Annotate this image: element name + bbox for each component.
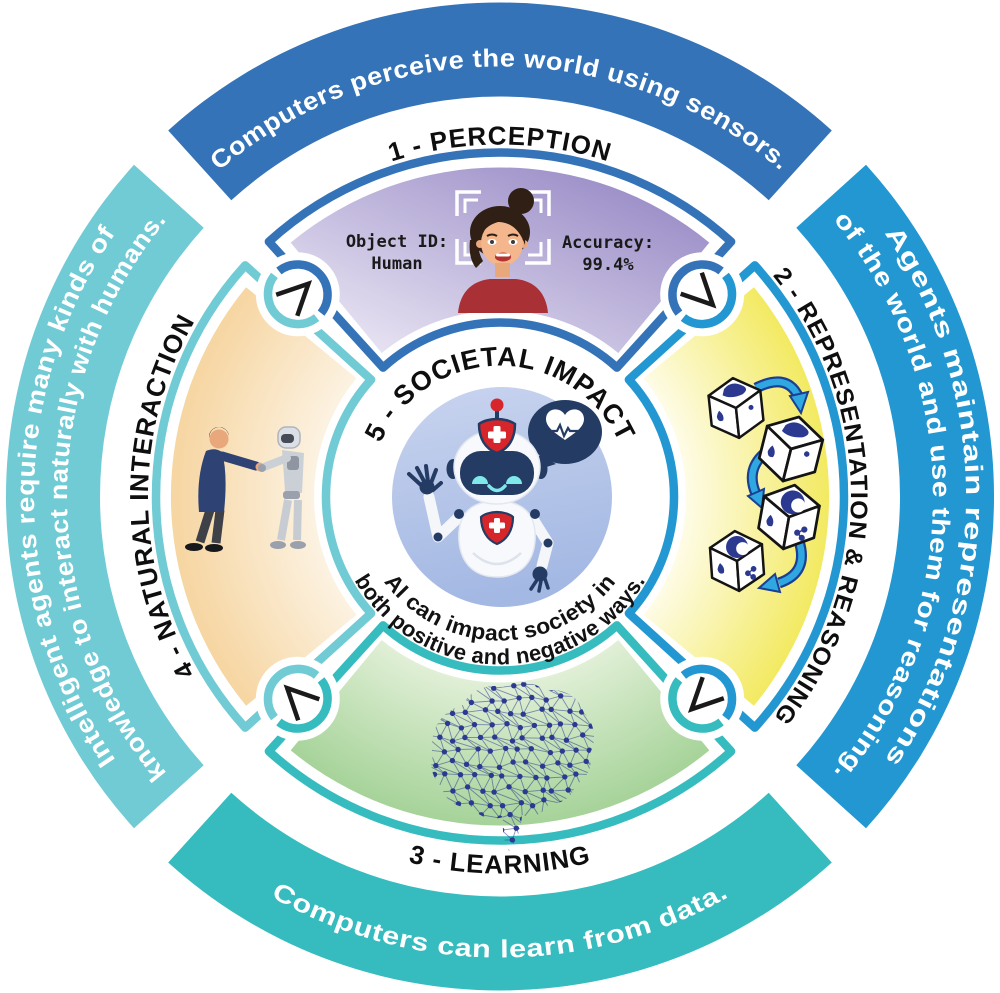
accuracy-value: 99.4%: [582, 255, 634, 275]
outer-ring: [5, 2, 995, 991]
robot-waving-hand: [407, 464, 443, 495]
businessman-figure: [185, 426, 265, 552]
quadrant-interaction: [170, 287, 357, 706]
quadrant-learning: [290, 640, 710, 826]
robot-lower-hand: [529, 566, 550, 593]
outline-learning: [264, 621, 736, 845]
quadrant-outlines: [151, 148, 849, 845]
object-id-value: Human: [371, 254, 422, 274]
cycle-arrow-icon: [275, 280, 313, 317]
human-robot-handshake-illustration: [185, 426, 306, 552]
cycle-notch: [255, 656, 340, 741]
knowledge-cubes-illustration: [705, 374, 829, 594]
cycle-notch: [660, 252, 745, 337]
outer-arc-interaction: [5, 164, 204, 829]
cycle-notch: [255, 252, 340, 337]
outline-perception: [264, 148, 736, 372]
center-hub: 5 - SOCIETAL IMPACT AI can impact societ…: [350, 341, 650, 669]
face-recognition-illustration: Object ID: Human Accuracy: 99.4%: [346, 188, 654, 313]
outer-arc-learning: [168, 792, 832, 991]
object-id-label: Object ID:: [346, 232, 448, 252]
outline-representation: [624, 261, 849, 732]
outline-interaction: [151, 261, 376, 732]
robot-icon: [407, 398, 602, 593]
label-learning: 3 - LEARNING: [407, 839, 593, 880]
humanoid-robot-figure: [258, 426, 306, 549]
woman-avatar: [458, 188, 548, 313]
cycle-arrow-icon: [679, 271, 717, 309]
outer-arc-representation: [796, 164, 995, 829]
focus-frame-icon: [455, 190, 551, 265]
accuracy-label: Accuracy:: [562, 233, 654, 253]
cycle-notches: [255, 252, 745, 741]
outer-arc-perception: [168, 2, 832, 201]
cycle-notch: [660, 656, 745, 741]
cycle-arrow-icon: [687, 676, 725, 713]
quadrant-representation: [643, 287, 830, 706]
cycle-arrow-icon: [283, 684, 321, 722]
quadrant-fills: [170, 167, 830, 826]
